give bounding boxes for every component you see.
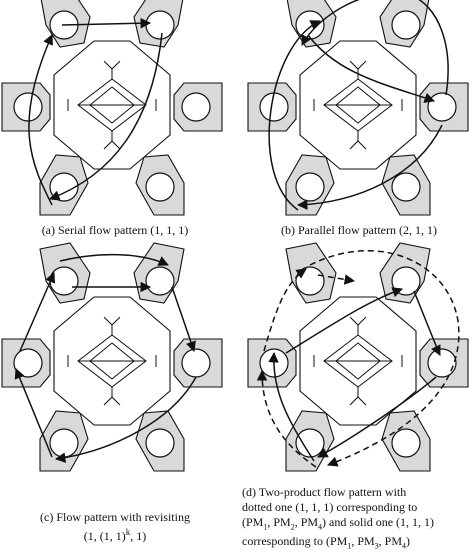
panel-d-tool bbox=[247, 242, 469, 472]
caption-d-subscript: 4 bbox=[318, 522, 323, 532]
caption-d-line-1: (d) Two-product flow pattern with bbox=[242, 485, 407, 499]
caption-c-line-1: (c) Flow pattern with revisiting bbox=[40, 510, 190, 524]
panel-d-solid-flow bbox=[317, 376, 437, 458]
panel-a-flow bbox=[28, 34, 53, 206]
panel-d-dotted-flow bbox=[263, 268, 307, 352]
panel-c-flow bbox=[59, 253, 169, 266]
panel-b-flow bbox=[307, 34, 435, 103]
caption-d-line-2: dotted one (1, 1, 1) corresponding to bbox=[242, 500, 418, 514]
panel-c-flow bbox=[54, 376, 197, 463]
panel-d-dotted-flow bbox=[309, 250, 460, 467]
panel-c-tool bbox=[1, 242, 223, 472]
panel-d-dotted-flow bbox=[256, 369, 317, 468]
caption-d-line-4: corresponding to (PM1, PM3, PM4) bbox=[242, 534, 472, 553]
caption-c-part: (1, (1, 1) bbox=[83, 529, 126, 543]
panel-d-solid-flow bbox=[285, 287, 403, 354]
caption-d: (d) Two-product flow pattern with dotted… bbox=[242, 485, 472, 554]
caption-d-subscript: 3 bbox=[374, 541, 379, 551]
panel-c-flow bbox=[14, 368, 53, 458]
caption-d-part: corresponding to (PM bbox=[242, 534, 348, 549]
caption-b: (b) Parallel flow pattern (2, 1, 1) bbox=[246, 223, 472, 238]
panel-b-tool bbox=[247, 0, 469, 216]
panel-a-tool bbox=[1, 0, 223, 216]
caption-d-part: ) bbox=[406, 534, 411, 549]
caption-a: (a) Serial flow pattern (1, 1, 1) bbox=[2, 223, 228, 238]
caption-d-part: , PM bbox=[351, 534, 375, 549]
caption-d-part: , PM bbox=[378, 534, 403, 549]
caption-c-superscript: k bbox=[125, 527, 131, 537]
caption-d-subscript: 1 bbox=[263, 522, 268, 532]
panel-a-flow bbox=[61, 17, 152, 29]
panel-b-flow bbox=[296, 124, 443, 210]
caption-d-subscript: 1 bbox=[347, 541, 352, 551]
caption-c: (c) Flow pattern with revisiting (1, (1,… bbox=[2, 510, 228, 544]
caption-d-part: , PM bbox=[294, 515, 319, 529]
caption-d-part: (PM bbox=[242, 515, 264, 529]
caption-a-line: (a) Serial flow pattern (1, 1, 1) bbox=[41, 223, 189, 237]
caption-d-subscript: 2 bbox=[290, 522, 295, 532]
caption-c-part: , 1) bbox=[130, 529, 147, 543]
caption-d-part: ) and solid one (1, 1, 1) bbox=[322, 515, 435, 529]
caption-b-line: (b) Parallel flow pattern (2, 1, 1) bbox=[281, 223, 437, 237]
panel-d-solid-flow bbox=[413, 290, 441, 356]
panel-a-flow bbox=[49, 32, 163, 201]
caption-d-line-3: (PM1, PM2, PM4) and solid one (1, 1, 1) bbox=[242, 515, 472, 534]
panel-c-flow bbox=[171, 286, 196, 352]
panel-b-flow bbox=[301, 0, 449, 96]
caption-c-line-2: (1, (1, 1)k, 1) bbox=[2, 525, 228, 544]
panel-d-solid-flow bbox=[268, 351, 315, 462]
caption-d-subscript: 4 bbox=[402, 541, 407, 551]
caption-d-part: , PM bbox=[267, 515, 291, 529]
panel-c-flow bbox=[19, 272, 56, 352]
panel-d-dotted-flow bbox=[317, 274, 356, 285]
